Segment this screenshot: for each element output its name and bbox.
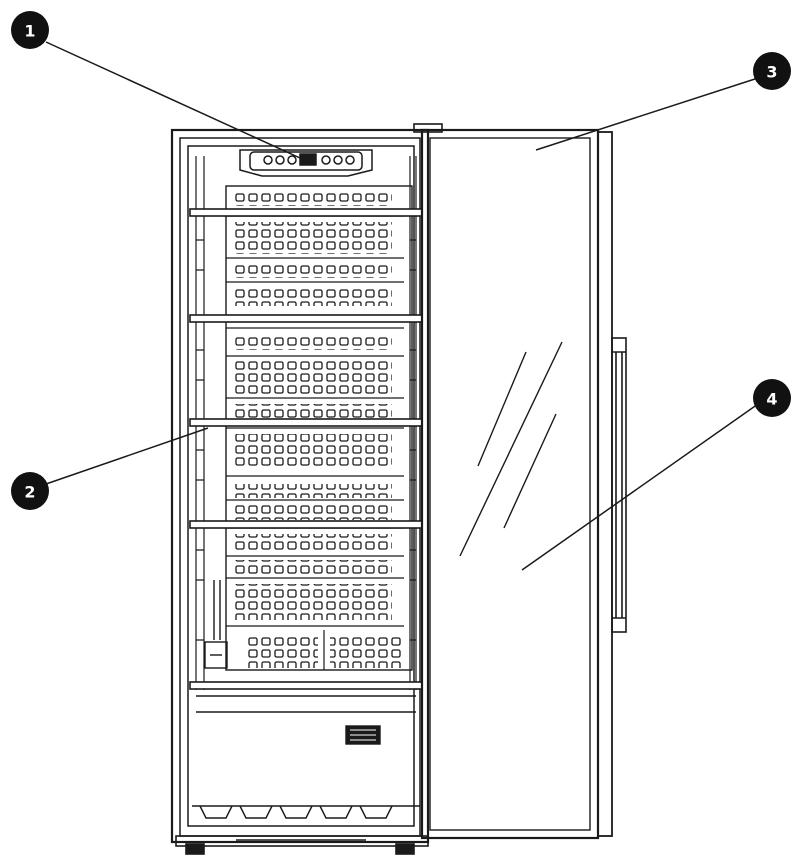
perforation-zone	[330, 634, 402, 668]
callout-4-number: 4	[766, 390, 777, 409]
perforation-zone	[232, 404, 392, 418]
shelf	[189, 418, 423, 427]
shelf	[189, 681, 423, 690]
perforation-zone	[246, 634, 318, 668]
perforation-zone	[232, 560, 392, 574]
perforation-zone	[232, 504, 392, 520]
callout-4: 4	[753, 379, 791, 417]
glass-door	[420, 128, 613, 840]
callout-2: 2	[11, 472, 49, 510]
leader-line-1	[45, 41, 301, 159]
leader-line-4	[521, 403, 759, 571]
callout-3: 3	[753, 52, 791, 90]
leader-line-3	[535, 77, 759, 151]
perforation-zone	[232, 262, 392, 278]
perforation-zone	[232, 484, 392, 498]
base	[175, 835, 429, 855]
shelf	[189, 208, 423, 217]
leader-line-2	[45, 427, 209, 485]
perforation-zone	[232, 334, 392, 350]
back-panel	[225, 185, 413, 671]
shelves	[189, 208, 423, 690]
callout-3-number: 3	[766, 63, 777, 82]
control-panel	[239, 149, 373, 177]
callout-1: 1	[11, 11, 49, 49]
glass-reflection	[459, 341, 563, 557]
bottom-tray	[192, 805, 420, 819]
perforation-zone	[232, 360, 392, 394]
perforation-zone	[232, 222, 392, 254]
perforation-zone	[232, 534, 392, 550]
callout-2-number: 2	[24, 483, 35, 502]
perforation-zone	[232, 286, 392, 306]
sensor-probe	[204, 580, 228, 669]
door-handle	[611, 337, 627, 633]
shelf	[189, 520, 423, 529]
callout-1-number: 1	[24, 22, 35, 41]
shelf	[189, 314, 423, 323]
perforation-zone	[232, 192, 392, 206]
perforation-zone	[232, 434, 392, 468]
lower-compartment	[196, 695, 416, 745]
perforation-zone	[232, 584, 392, 620]
leader-lines	[45, 41, 759, 571]
top-hinge	[413, 123, 443, 133]
